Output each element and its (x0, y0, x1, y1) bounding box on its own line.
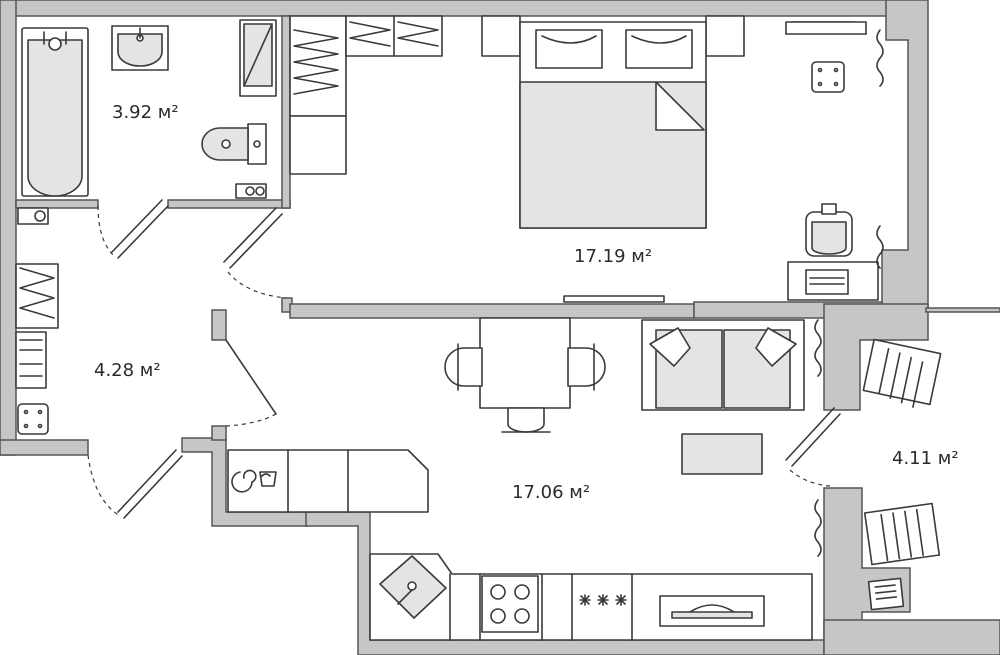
laptop-icon (787, 261, 879, 301)
tv-icon (563, 295, 665, 303)
wardrobe-icon (289, 15, 347, 175)
bathtub-icon (21, 27, 89, 197)
washing-machine-icon (239, 19, 277, 97)
curtain-icon (814, 319, 822, 377)
curtain-icon (876, 225, 884, 269)
balcony-door[interactable] (785, 407, 841, 487)
wardrobe-icon (15, 263, 59, 329)
living-room-door[interactable] (225, 339, 277, 427)
shelf-unit (345, 15, 443, 57)
curtain-icon (814, 499, 822, 557)
curtain-icon (876, 29, 884, 87)
meter-icon (34, 210, 46, 222)
lounge-chair-icon (862, 338, 942, 408)
room-area-living-kitchen: 17.06 м² (512, 482, 590, 503)
toilet-icon (201, 123, 267, 165)
entrance-door[interactable] (87, 449, 183, 519)
bedroom-door[interactable] (223, 207, 287, 299)
washing-machine-icon (231, 469, 277, 493)
ottoman-icon (811, 61, 845, 93)
side-table-icon (867, 577, 905, 611)
sink-icon (111, 25, 169, 71)
oven-icon (659, 595, 765, 627)
room-area-bedroom: 17.19 м² (574, 246, 652, 267)
dining-chair-icon (567, 343, 606, 391)
room-area-hallway: 4.28 м² (94, 360, 161, 381)
coffee-table-icon (681, 433, 763, 475)
dining-chair-icon (444, 343, 483, 391)
ottoman-icon (17, 403, 49, 435)
desk-icon (785, 21, 867, 35)
dining-chair-icon (501, 407, 551, 433)
kitchen-sink-icon (379, 555, 447, 619)
room-area-bathroom: 3.92 м² (112, 102, 179, 123)
valve-icon (245, 186, 255, 196)
dishwasher-icon (579, 594, 627, 606)
office-chair-icon (805, 203, 853, 257)
bathroom-door[interactable] (97, 199, 169, 259)
valve-icon (255, 186, 265, 196)
stove-icon (481, 575, 539, 633)
lounge-chair-icon (863, 502, 941, 566)
room-area-balcony: 4.11 м² (892, 448, 959, 469)
sofa-icon (641, 319, 805, 411)
dining-table-icon (479, 317, 571, 409)
shoe-rack-icon (15, 331, 47, 389)
double-bed-icon (481, 15, 745, 229)
